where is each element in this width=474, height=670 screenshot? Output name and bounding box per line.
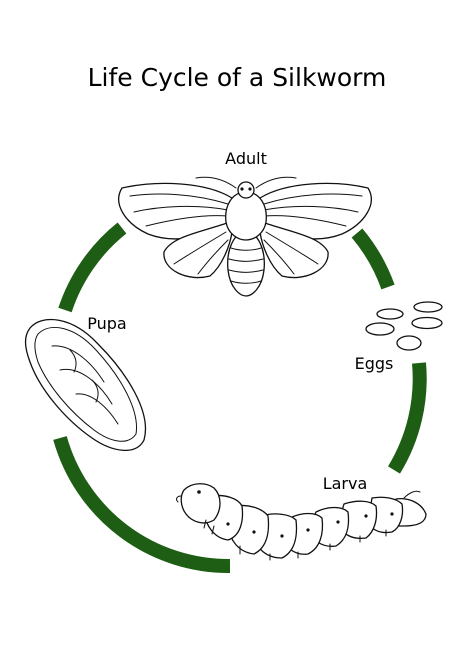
adult-moth-icon — [118, 176, 372, 297]
cycle-arc-adult-to-eggs — [351, 228, 395, 290]
cycle-ring — [53, 222, 427, 574]
pupa-cocoon-icon — [24, 318, 147, 452]
stage-label-adult: Adult — [225, 149, 267, 168]
eggs-icon — [365, 301, 443, 351]
stage-label-pupa: Pupa — [87, 314, 126, 333]
larva-icon — [176, 483, 427, 561]
stage-label-larva: Larva — [323, 474, 368, 493]
stage-label-eggs: Eggs — [355, 354, 394, 373]
cycle-arc-pupa-to-adult — [58, 222, 127, 313]
cycle-arc-larva-to-pupa — [53, 436, 231, 574]
cycle-arc-eggs-to-larva — [387, 362, 427, 474]
diagram-title: Life Cycle of a Silkworm — [88, 63, 387, 92]
